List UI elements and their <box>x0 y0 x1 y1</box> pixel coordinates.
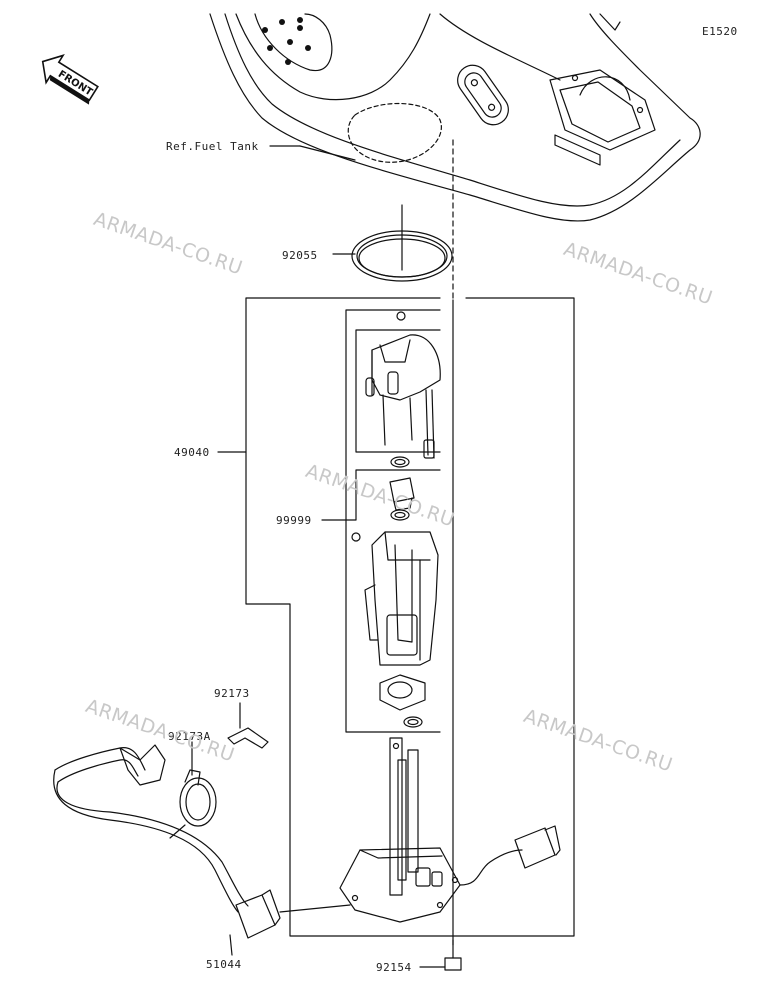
part-label-51044: 51044 <box>206 958 242 971</box>
front-direction-badge: FRONT <box>41 54 99 105</box>
ref-leader <box>269 145 356 161</box>
pump-body <box>364 531 439 666</box>
clamp-92173 <box>227 702 269 749</box>
part-label-99999: 99999 <box>276 514 312 527</box>
pump-base-plate <box>339 847 461 923</box>
fuel-hose <box>53 744 351 956</box>
bolt-part <box>419 939 462 971</box>
part-label-92055: 92055 <box>282 249 318 262</box>
diagram-code: E1520 <box>702 25 738 38</box>
pressure-connector <box>389 477 415 511</box>
clamp-92173a <box>169 741 217 839</box>
part-label-92173: 92173 <box>214 687 250 700</box>
o-ring-lower <box>390 509 410 521</box>
upper-inner-bracket <box>355 329 441 453</box>
gasket-ring <box>332 204 453 282</box>
ref-fuel-tank-label: Ref.Fuel Tank <box>166 140 259 153</box>
part-label-49040: 49040 <box>174 446 210 459</box>
part-label-92154: 92154 <box>376 961 412 974</box>
o-ring-upper <box>390 456 410 468</box>
pump-filter <box>379 674 426 711</box>
pump-wire-harness <box>459 825 561 886</box>
pump-top <box>365 311 441 459</box>
part-label-92173a: 92173A <box>168 730 211 743</box>
small-bolt <box>351 532 361 542</box>
fuel-tank-outline <box>209 13 701 222</box>
kit-bracket <box>345 469 441 521</box>
pump-bracket-rod <box>389 737 419 896</box>
o-ring-bottom <box>403 716 423 728</box>
subassembly-bracket <box>345 309 441 733</box>
assembly-bracket <box>245 297 575 937</box>
